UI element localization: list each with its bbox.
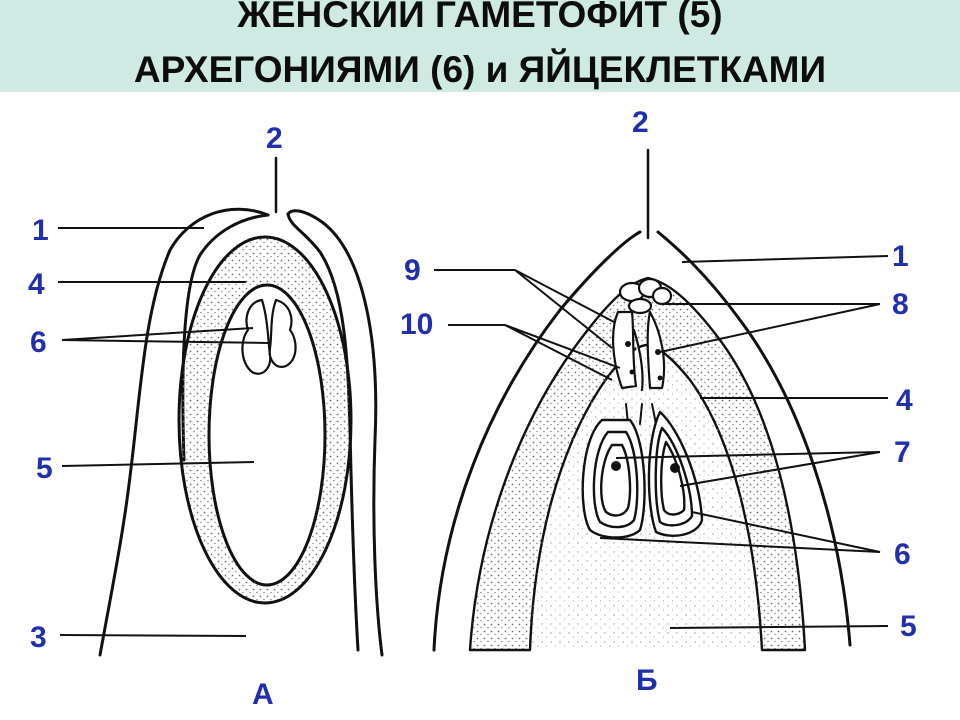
label-b-8: 8 <box>892 288 909 321</box>
panel-a-integument-right-outer <box>286 209 384 657</box>
label-a-1: 1 <box>32 214 49 247</box>
label-b-6: 6 <box>894 538 911 571</box>
panel-b-leaders <box>434 255 889 629</box>
panel-b-archegonium-right <box>647 410 704 537</box>
title-line-2: АРХЕГОНИЯМИ (6) и ЯЙЦЕКЛЕТКАМИ <box>133 49 827 90</box>
panel-a <box>98 156 384 657</box>
panel-b-letter: Б <box>636 664 658 697</box>
panel-a-gametophyte <box>207 283 327 587</box>
panel-a-archegonium-left <box>241 298 272 375</box>
title-band: ЖЕНСКИЙ ГАМЕТОФИТ (5) АРХЕГОНИЯМИ (6) и … <box>0 0 960 92</box>
label-b-1: 1 <box>892 240 909 273</box>
label-b-4: 4 <box>896 384 913 417</box>
panel-b-integument-left-outer <box>432 230 642 652</box>
panel-b <box>432 148 852 652</box>
panel-b-labels: 2 9 10 1 8 4 7 6 5 Б <box>400 106 917 697</box>
panel-a-letter: А <box>252 678 274 711</box>
panel-b-egg-nucleus-left <box>611 461 621 471</box>
panel-b-integument-right-outer <box>656 230 852 647</box>
label-a-4: 4 <box>28 268 45 301</box>
panel-a-leaders <box>58 227 269 637</box>
title-line-1: ЖЕНСКИЙ ГАМЕТОФИТ (5) <box>237 0 723 35</box>
label-b-5: 5 <box>900 610 917 643</box>
panel-b-archegonium-left <box>581 418 646 539</box>
panel-b-neck-cells <box>611 277 673 392</box>
label-b-10: 10 <box>400 308 433 341</box>
panel-a-labels: 2 1 4 6 5 3 А <box>28 122 283 711</box>
panel-b-gametophyte <box>530 345 762 650</box>
label-b-2: 2 <box>632 106 649 139</box>
label-a-6: 6 <box>30 326 47 359</box>
label-a-2: 2 <box>266 122 283 155</box>
panel-a-archegonium-right <box>268 298 297 368</box>
label-b-7: 7 <box>894 436 911 469</box>
panel-b-egg-nucleus-right <box>670 463 680 473</box>
label-a-3: 3 <box>30 621 47 654</box>
label-a-5: 5 <box>36 452 53 485</box>
panel-a-integument-outer <box>98 207 270 657</box>
label-b-9: 9 <box>404 254 421 287</box>
